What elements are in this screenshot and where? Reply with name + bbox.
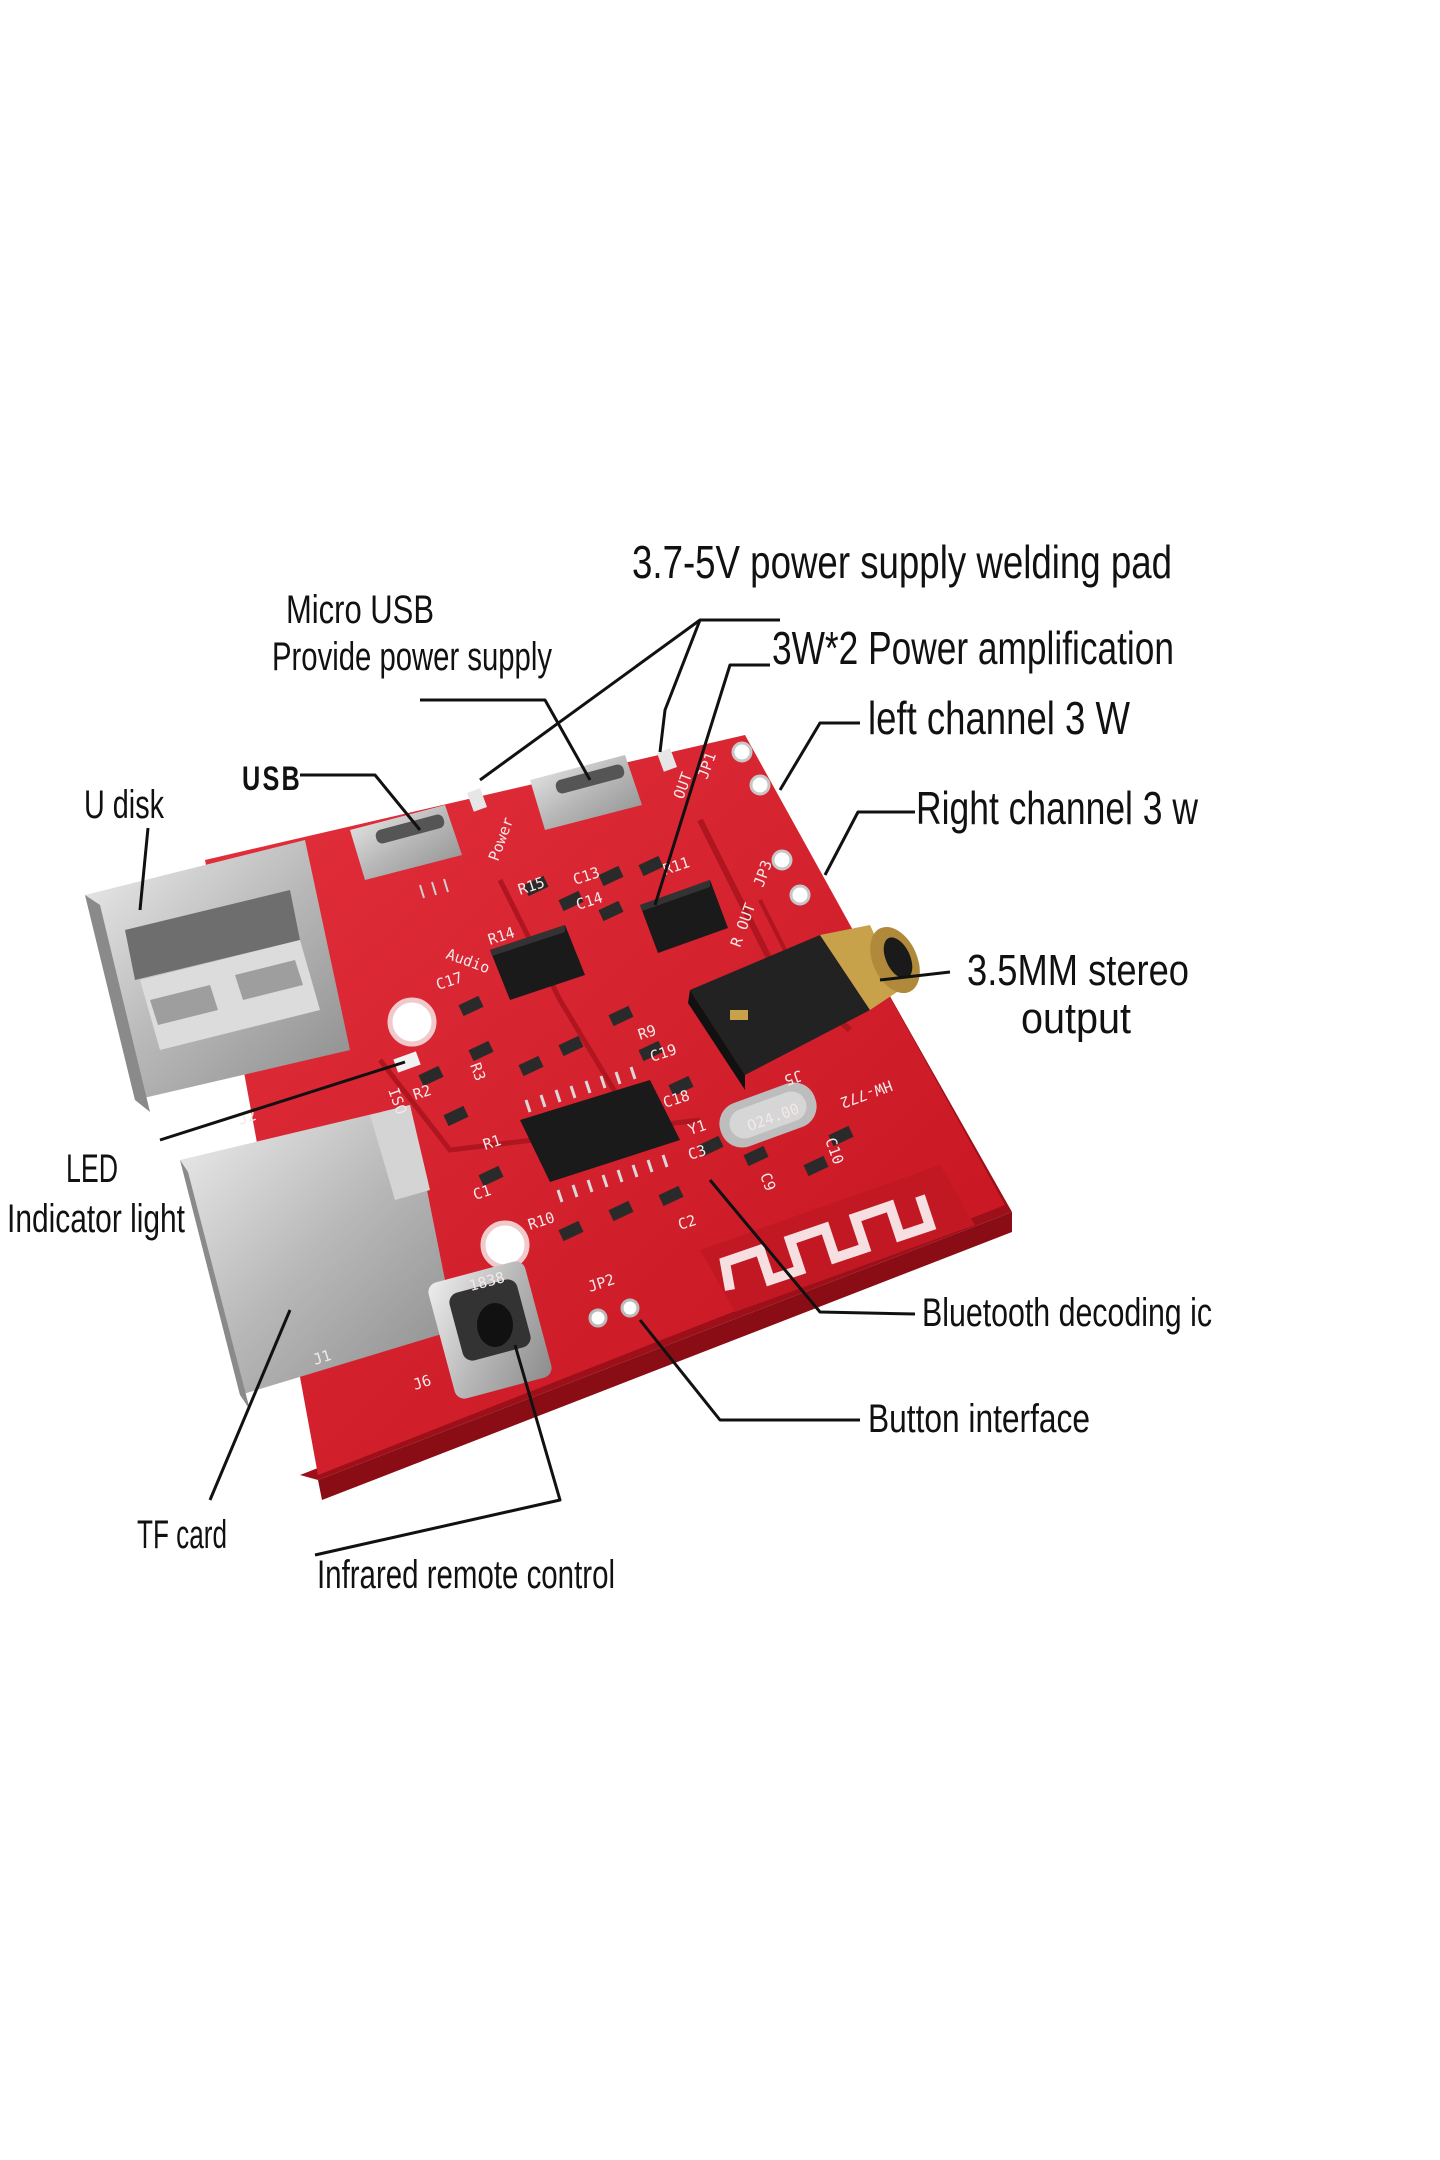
smd-components (418, 855, 854, 1242)
label-ir: Infrared remote control (317, 1553, 615, 1597)
silk-c2: C2 (676, 1211, 699, 1234)
label-stereo-line1: 3.5MM stereo (967, 946, 1189, 995)
silk-j1: J1 (311, 1346, 334, 1369)
silk-c3: C3 (686, 1141, 709, 1164)
silk-r1: R1 (481, 1131, 504, 1154)
silk-r3: R3 (466, 1060, 489, 1083)
silk-j5: J5 (782, 1066, 805, 1089)
label-button: Button interface (868, 1397, 1090, 1441)
leader-led (159, 1060, 406, 1142)
leader-usb (300, 773, 422, 831)
tf-card-slot (180, 1105, 455, 1410)
leader-right-channel (823, 810, 915, 876)
label-micro-usb-line1: Micro USB (286, 588, 434, 632)
leader-power-pad-left (479, 618, 701, 782)
pcb-antenna (700, 1165, 975, 1312)
speaker-pads (731, 741, 811, 906)
ir-receiver: 1838 (428, 1261, 552, 1399)
leader-amp (653, 663, 770, 906)
label-power-pad: 3.7-5V power supply welding pad (632, 536, 1172, 588)
label-stereo-line2: output (1021, 994, 1131, 1043)
label-led-line2: Indicator light (7, 1197, 185, 1241)
label-right-channel: Right channel 3 w (916, 782, 1199, 834)
label-bt-ic: Bluetooth decoding ic (922, 1291, 1212, 1335)
bluetooth-ic (520, 1066, 680, 1203)
mount-hole (480, 1220, 530, 1270)
pcb-board: O24.00 (85, 735, 1012, 1500)
label-micro-usb-line2: Provide power supply (272, 635, 552, 679)
label-left-channel: left channel 3 W (868, 692, 1130, 744)
label-amp: 3W*2 Power amplification (772, 622, 1174, 674)
silk-r2: R2 (411, 1081, 434, 1104)
amp-ic-right (640, 880, 728, 953)
leader-lines (138, 618, 951, 1557)
leader-button (638, 1319, 860, 1422)
silk-r9: R9 (636, 1021, 659, 1044)
leader-left-channel (778, 721, 860, 791)
silk-y1: Y1 (686, 1116, 709, 1139)
crystal-oscillator: O24.00 (719, 1082, 817, 1148)
leader-bt-ic (708, 1179, 916, 1316)
label-tf: TF card (137, 1513, 227, 1557)
label-usb: USB (242, 760, 302, 798)
leader-u-disk (138, 827, 150, 911)
leader-micro-usb (420, 698, 592, 781)
silk-c1: C1 (471, 1181, 494, 1204)
silk-c9: C9 (756, 1170, 779, 1193)
silk-j6: J6 (411, 1371, 434, 1394)
button-interface-pads (588, 1298, 640, 1328)
leader-stereo (879, 970, 951, 982)
power-welding-pads (467, 748, 677, 812)
leader-power-pad (658, 618, 780, 753)
callout-labels: 3.7-5V power supply welding pad Micro US… (7, 536, 1212, 1597)
usb-a-port (85, 840, 350, 1112)
label-u-disk: U disk (84, 783, 165, 827)
leader-tf (208, 1309, 292, 1501)
leader-ir (314, 1344, 562, 1557)
micro-usb-audio-port (350, 805, 462, 899)
mount-hole (387, 997, 437, 1047)
led (393, 1051, 421, 1073)
label-led-line1: LED (66, 1147, 118, 1191)
amp-ic-left (490, 925, 585, 1000)
